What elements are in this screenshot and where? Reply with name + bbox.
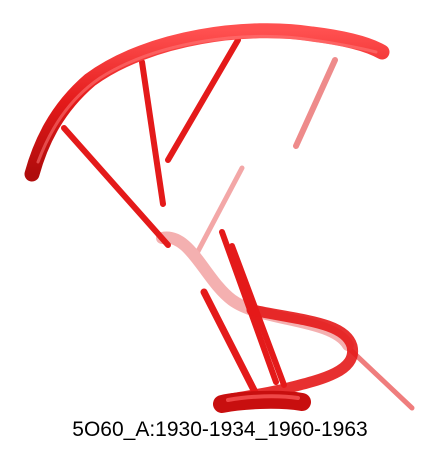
upper-backbone — [24, 23, 390, 182]
structure-caption: 5O60_A:1930-1934_1960-1963 — [72, 418, 368, 441]
base-sticks — [61, 37, 287, 402]
faded-base-sticks — [193, 57, 415, 411]
backbone-terminus — [213, 390, 311, 413]
